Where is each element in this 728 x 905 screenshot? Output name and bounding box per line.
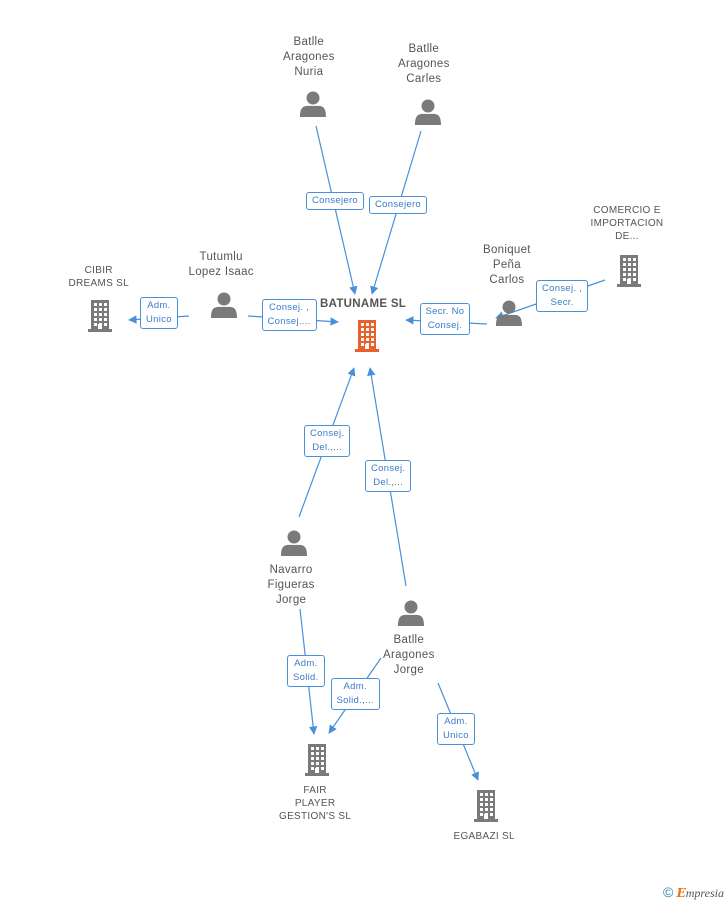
role-label-line: Adm. (444, 716, 468, 727)
role-label-e-navarro[interactable]: Consej. Del.,... (304, 425, 351, 457)
role-label-line: Secr. No (425, 306, 465, 317)
center-company-icon[interactable] (355, 320, 379, 352)
role-label-line: Consej. (371, 463, 406, 474)
company-label-comercio: COMERCIO E IMPORTACION DE... (591, 204, 664, 243)
role-label-line: Consejero (312, 195, 359, 206)
edge-line-e-nuria (315, 125, 358, 295)
person-label-tutumlu-line: Lopez Isaac (188, 266, 254, 278)
role-label-e-nav-fair[interactable]: Adm. Solid. (287, 655, 325, 687)
company-label-fairplayer-line: PLAYER (294, 798, 336, 809)
role-label-line: Consej.... (267, 316, 311, 327)
role-label-e-jor-ega[interactable]: Adm. Unico (437, 713, 475, 745)
center-company-label[interactable]: BATUNAME SL (320, 298, 407, 310)
role-label-line: Unico (443, 730, 469, 741)
person-icon-boniquet[interactable] (496, 300, 522, 327)
company-icon-egabazi[interactable] (474, 790, 498, 822)
role-label-line: Adm. (294, 658, 318, 669)
person-label-boniquet-line: Boniquet (483, 244, 531, 256)
person-label-nuria-line: Nuria (294, 66, 324, 78)
person-icon-nuria[interactable] (300, 91, 326, 118)
role-label-line: Del.,... (312, 442, 343, 453)
company-label-egabazi-line: EGABAZI SL (453, 831, 515, 842)
copyright-symbol: © (662, 884, 674, 900)
person-label-jorge-line: Jorge (393, 664, 424, 676)
person-label-jorge-line: Batlle (393, 634, 425, 646)
footer-brand[interactable]: © Empresia (663, 884, 724, 901)
company-label-egabazi: EGABAZI SL (454, 830, 515, 843)
person-label-carles-line: Batlle (408, 43, 440, 55)
person-label-carles-line: Carles (406, 73, 442, 85)
person-label-navarro-line: Navarro (269, 564, 313, 576)
role-label-line: Consej. , (268, 302, 310, 313)
role-label-e-carles[interactable]: Consejero (369, 196, 428, 214)
person-icon-jorge[interactable] (398, 600, 424, 627)
role-label-e-nuria[interactable]: Consejero (306, 192, 365, 210)
company-label-cibir-line: DREAMS SL (68, 278, 129, 289)
person-label-boniquet-line: Peña (492, 259, 521, 271)
role-label-line: Solid. (293, 672, 319, 683)
icons-layer (88, 91, 641, 822)
role-label-line: Solid.,... (336, 695, 374, 706)
role-label-line: Consejero (375, 199, 422, 210)
company-label-comercio-line: DE... (615, 231, 639, 242)
role-label-e-jor-fair[interactable]: Adm. Solid.,... (330, 678, 380, 710)
role-label-line: Secr. (550, 297, 574, 308)
role-label-e-jorge[interactable]: Consej. Del.,... (365, 460, 412, 492)
person-icon-navarro[interactable] (281, 530, 307, 557)
company-label-cibir-line: CIBIR (84, 265, 113, 276)
role-label-e-tut-cibir[interactable]: Adm. Unico (140, 297, 178, 329)
company-label-fairplayer-line: GESTION'S SL (279, 811, 352, 822)
company-label-comercio-line: COMERCIO E (593, 205, 661, 216)
person-label-nuria-line: Aragones (283, 51, 335, 63)
person-label-navarro-line: Figueras (267, 579, 315, 591)
company-icon-fairplayer[interactable] (305, 744, 329, 776)
role-label-e-comercio[interactable]: Consej. , Secr. (536, 280, 589, 312)
role-label-line: Consej. (427, 320, 463, 331)
person-label-nuria-line: Batlle (293, 36, 325, 48)
company-label-cibir: CIBIR DREAMS SL (69, 264, 130, 290)
brand-initial: E (676, 886, 686, 900)
person-label-jorge-line: Aragones (383, 649, 435, 661)
person-label-carles-line: Aragones (398, 58, 450, 70)
role-label-line: Consej. , (542, 283, 583, 294)
role-label-line: Unico (146, 314, 172, 325)
role-label-line: Adm. (343, 681, 367, 692)
person-label-navarro-line: Jorge (275, 594, 307, 606)
role-label-e-tutumlu[interactable]: Consej. , Consej.... (261, 299, 317, 331)
role-label-line: Consej. (310, 428, 345, 439)
person-icon-tutumlu[interactable] (211, 292, 237, 319)
person-icon-carles[interactable] (415, 99, 441, 126)
company-label-fairplayer-line: FAIR (303, 785, 327, 796)
company-label-fairplayer: FAIR PLAYER GESTION'S SL (279, 784, 351, 823)
role-label-line: Adm. (147, 300, 171, 311)
company-icon-comercio[interactable] (617, 255, 641, 287)
person-label-boniquet-line: Carlos (489, 274, 525, 286)
company-label-comercio-line: IMPORTACION (590, 218, 664, 229)
person-label-tutumlu-line: Tutumlu (199, 251, 243, 263)
brand-name: mpresia (685, 886, 724, 900)
company-icon-cibir[interactable] (88, 300, 112, 332)
role-label-e-boniquet[interactable]: Secr. No Consej. (419, 303, 471, 335)
role-label-line: Del.,... (373, 477, 404, 488)
